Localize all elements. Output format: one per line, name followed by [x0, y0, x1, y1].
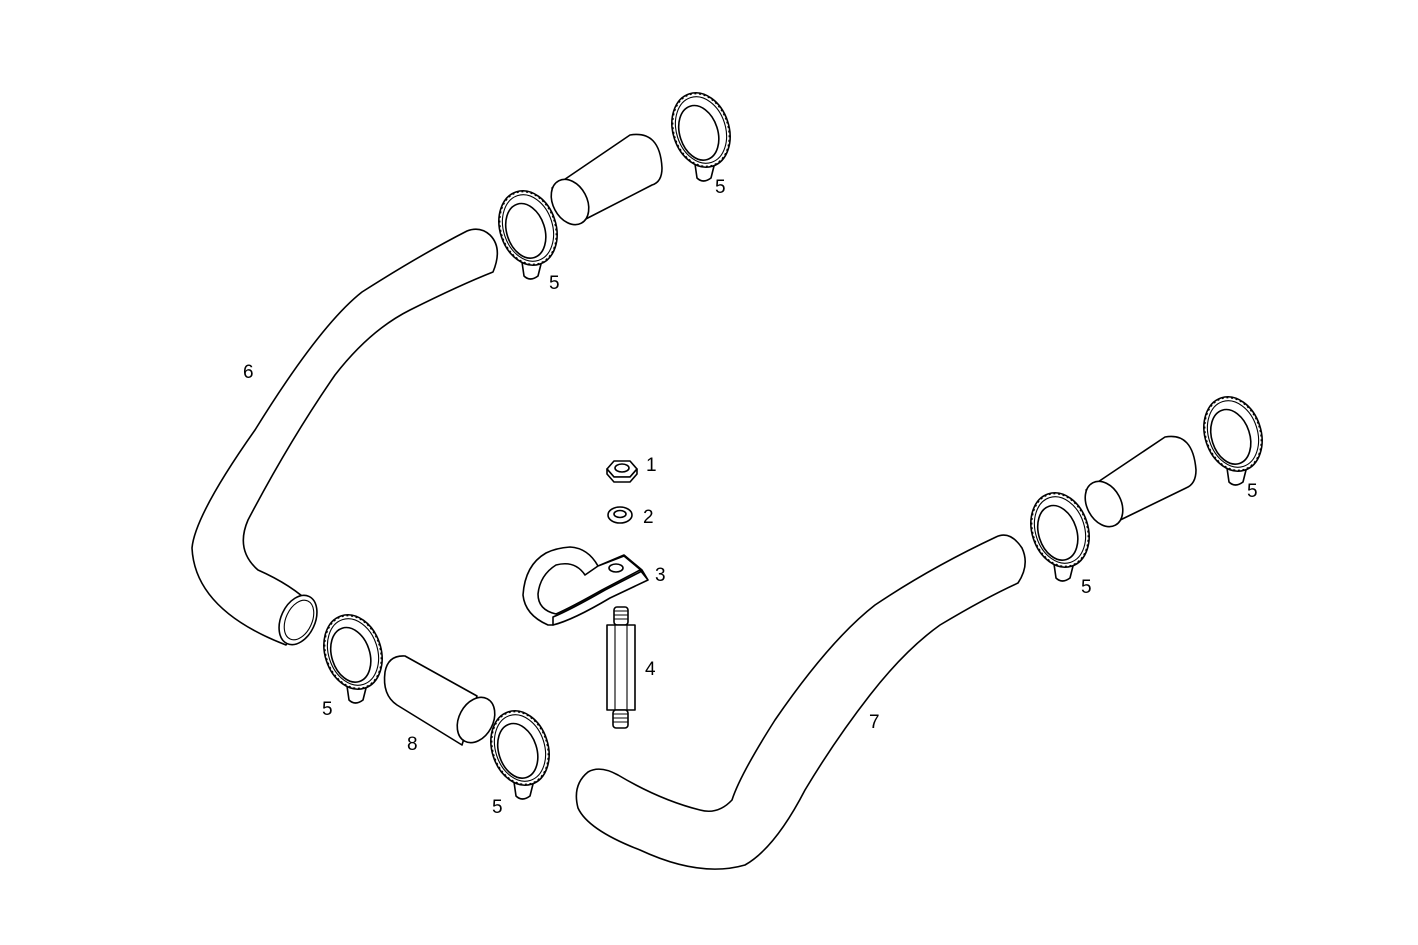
callout-5: 5: [322, 699, 333, 720]
callout-8: 8: [407, 734, 418, 755]
hose-short-top: [550, 133, 663, 226]
hose-clamp-icon: [313, 606, 393, 704]
callout-7: 7: [869, 712, 880, 733]
hose-clamp-icon: [1193, 388, 1273, 486]
hose-clamp-icon: [661, 84, 741, 182]
washer-icon: [607, 506, 633, 524]
callout-5: 5: [1081, 577, 1092, 598]
callout-3: 3: [655, 565, 666, 586]
callout-4: 4: [645, 659, 656, 680]
p-clip-bracket-icon: [522, 546, 649, 626]
hose-short-right: [1084, 435, 1197, 528]
callout-2: 2: [643, 507, 654, 528]
callout-1: 1: [646, 455, 657, 476]
threaded-stud-icon: [606, 606, 636, 729]
callout-5: 5: [549, 273, 560, 294]
hose-left: [191, 228, 499, 646]
callout-5: 5: [492, 797, 503, 818]
hose-right: [575, 534, 1026, 870]
hex-nut-icon: [606, 460, 638, 483]
callout-5: 5: [715, 177, 726, 198]
callout-5: 5: [1247, 481, 1258, 502]
hose-short: [383, 655, 496, 746]
callout-6: 6: [243, 362, 254, 383]
